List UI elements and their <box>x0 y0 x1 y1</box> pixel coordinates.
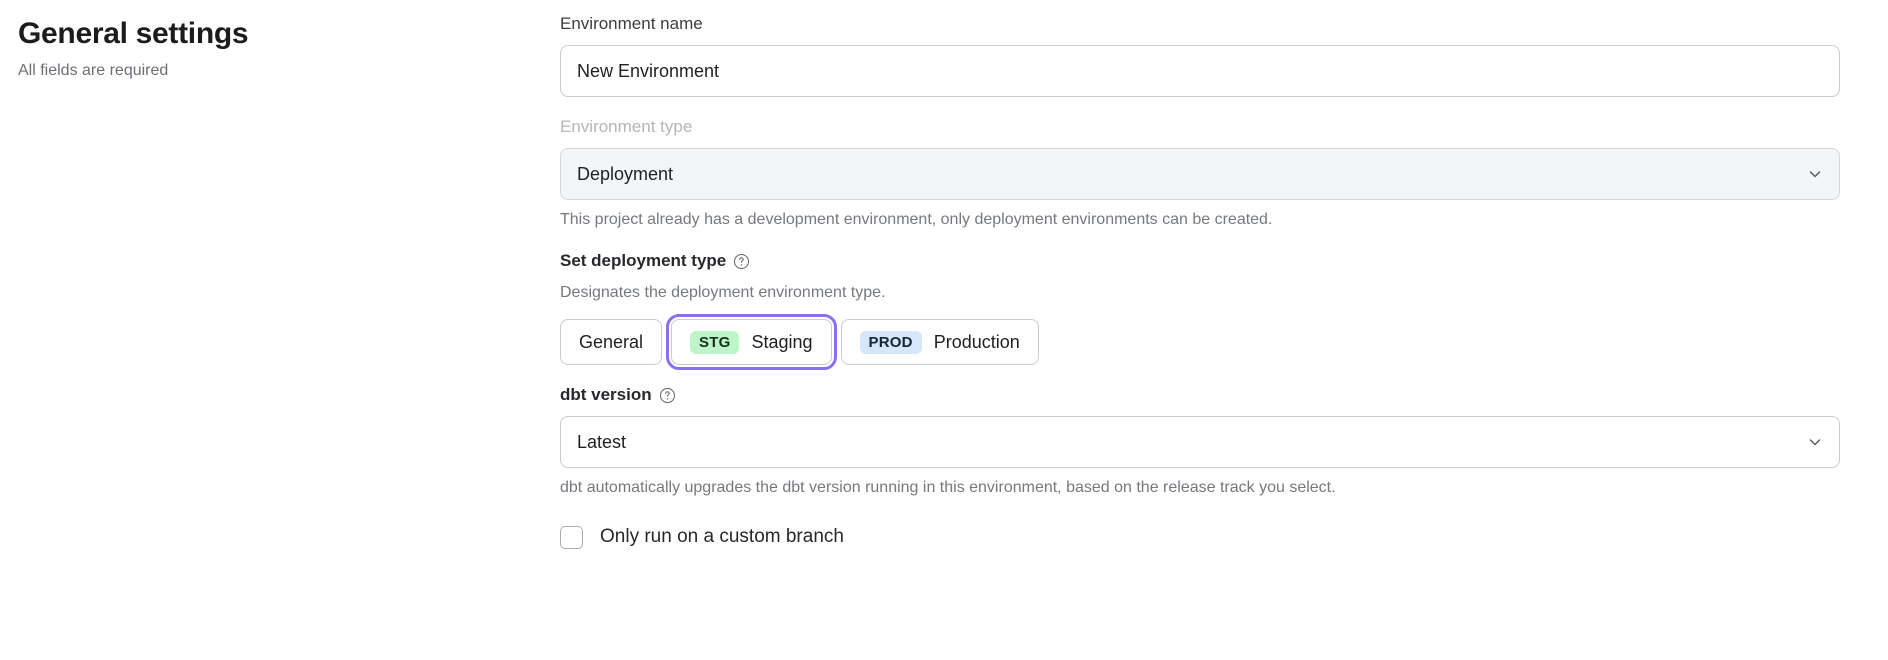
chevron-down-icon <box>1809 171 1821 178</box>
dbt-version-value: Latest <box>577 431 627 452</box>
dbt-version-help-text: dbt automatically upgrades the dbt versi… <box>560 479 1336 496</box>
deployment-type-option-general[interactable]: General <box>560 319 663 365</box>
page-header: General settings All fields are required <box>18 14 498 82</box>
question-circle-icon[interactable] <box>733 253 750 270</box>
deployment-type-option-general-label: General <box>579 331 644 352</box>
deployment-type-option-staging[interactable]: STG Staging <box>666 314 837 370</box>
staging-badge: STG <box>690 330 740 354</box>
chevron-down-icon <box>1809 439 1821 446</box>
environment-type-field-group: Environment type Deployment This project… <box>560 115 1840 231</box>
deployment-type-label-text: Set deployment type <box>560 251 727 270</box>
deployment-type-label: Set deployment type <box>560 249 1840 273</box>
environment-name-field-group: Environment name New Environment <box>560 12 1840 97</box>
environment-name-input[interactable]: New Environment <box>560 45 1840 97</box>
page-subtitle: All fields are required <box>18 62 169 79</box>
production-badge: PROD <box>859 330 922 354</box>
dbt-version-field-group: dbt version Latest dbt automatically upg… <box>560 383 1840 499</box>
custom-branch-row[interactable]: Only run on a custom branch <box>560 525 1840 549</box>
custom-branch-checkbox[interactable] <box>560 525 583 549</box>
environment-type-value: Deployment <box>577 163 674 184</box>
dbt-version-select[interactable]: Latest <box>560 416 1840 468</box>
deployment-type-option-staging-label: Staging <box>751 331 813 352</box>
custom-branch-label: Only run on a custom branch <box>600 526 844 547</box>
deployment-type-field-group: Set deployment type Designates the deplo… <box>560 249 1840 370</box>
environment-type-label: Environment type <box>560 117 693 136</box>
question-circle-icon[interactable] <box>659 387 676 404</box>
dbt-version-label: dbt version <box>560 383 1840 407</box>
deployment-type-options: General STG Staging PROD Production <box>560 314 1840 370</box>
deployment-type-description: Designates the deployment environment ty… <box>560 284 886 301</box>
environment-type-select[interactable]: Deployment <box>560 148 1840 200</box>
deployment-type-option-production-label: Production <box>933 331 1020 352</box>
deployment-type-option-production[interactable]: PROD Production <box>840 319 1039 365</box>
page-title: General settings <box>18 17 249 50</box>
settings-form: Environment name New Environment Environ… <box>560 12 1840 549</box>
environment-name-label: Environment name <box>560 14 703 33</box>
environment-type-help-text: This project already has a development e… <box>560 211 1273 228</box>
dbt-version-label-text: dbt version <box>560 385 652 404</box>
